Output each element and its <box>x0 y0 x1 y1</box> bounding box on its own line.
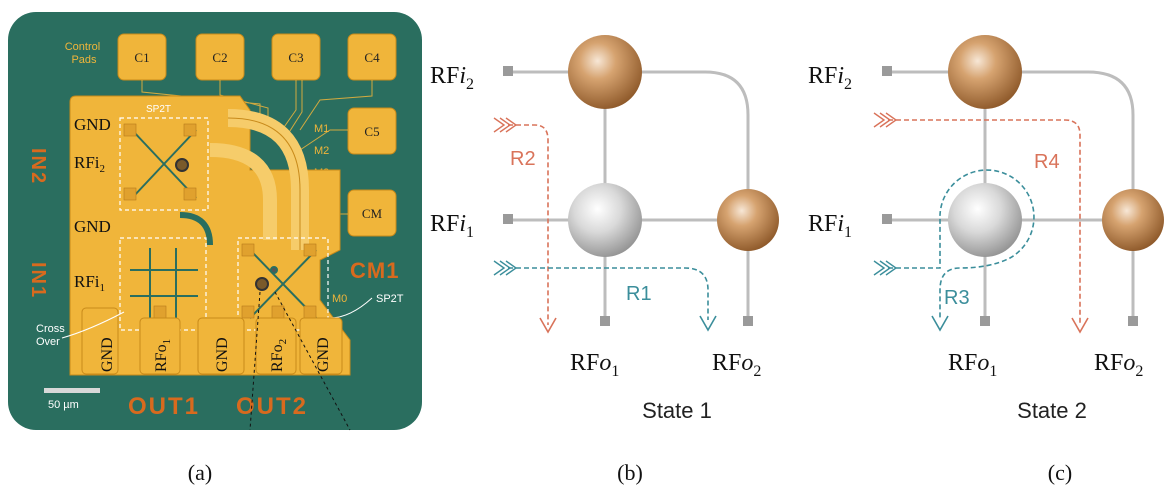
sp2t-label-bottom: SP2T <box>376 293 404 305</box>
path-r1-tail <box>493 260 518 276</box>
port-rfi1-c <box>882 214 892 224</box>
via-pads <box>123 123 317 319</box>
path-r4-c <box>888 119 1081 325</box>
port-rfo2-b <box>743 316 753 326</box>
svg-text:CM: CM <box>362 206 383 221</box>
zoom-lines <box>249 291 351 431</box>
scale-bar <box>44 388 100 393</box>
gnd-label-bottom-2: GND <box>214 337 231 372</box>
gnd-label-top: GND <box>74 115 111 134</box>
switch-mid-b <box>568 183 642 257</box>
path-r3-c <box>888 169 1035 320</box>
switch-mid-c <box>948 183 1022 257</box>
switch-top-b <box>568 35 642 109</box>
path-r2-arrowhead <box>539 317 557 334</box>
metal-layer-m2: M2 <box>314 145 329 157</box>
pad-c5: C5 <box>347 107 397 155</box>
path-r1-b <box>508 267 709 320</box>
path-r3-tail <box>873 260 898 276</box>
bottom-marking-out1: OUT1 <box>128 393 200 420</box>
state-label-b: State 1 <box>642 398 712 423</box>
path-r4-arrowhead <box>1071 317 1089 334</box>
switch-right-c <box>1102 189 1164 251</box>
rfi1-label-b: RFi1 <box>430 211 474 241</box>
side-marking-cm: CM1 <box>350 258 399 283</box>
pad-c4: C4 <box>347 33 397 81</box>
crossover-label: Cross Over <box>36 323 68 348</box>
scale-label: 50 µm <box>48 399 79 411</box>
rfi2-label-b: RFi2 <box>430 63 474 93</box>
svg-text:C3: C3 <box>288 50 303 65</box>
switch-top-c <box>948 35 1022 109</box>
svg-text:C5: C5 <box>364 124 379 139</box>
bottom-marking-out2: OUT2 <box>236 393 308 420</box>
path-r4-label: R4 <box>1034 151 1060 173</box>
rfi1-label: RFi1 <box>74 272 105 294</box>
crossover-grid <box>130 248 198 320</box>
gnd-label-bottom-3: GND <box>315 337 332 372</box>
pad-c1: C1 <box>117 33 167 81</box>
rfi2-label: RFi2 <box>74 153 105 175</box>
path-r2-b <box>508 124 549 325</box>
crossover-pointer <box>61 311 125 339</box>
gnd-label-mid: GND <box>74 217 111 236</box>
sp2t-box-top <box>119 117 209 211</box>
side-marking-in2: IN2 <box>27 148 49 185</box>
path-r2-label: R2 <box>510 148 536 170</box>
side-marking-in1: IN1 <box>27 262 49 299</box>
panel-b-state-1: R2 R1 RFi2 RFi1 RFo1 RFo2 State 1 <box>430 35 779 423</box>
caption-a: (a) <box>188 460 212 485</box>
rfi1-label-c: RFi1 <box>808 211 852 241</box>
port-rfo1-c <box>980 316 990 326</box>
path-r1-label: R1 <box>626 283 652 305</box>
rfo1-label-c: RFo1 <box>948 350 997 380</box>
port-rfi2-c <box>882 66 892 76</box>
gnd-label-bottom-1: GND <box>99 337 116 372</box>
path-r4-tail <box>873 112 898 128</box>
path-r2-tail <box>493 117 518 133</box>
pad-c2: C2 <box>195 33 245 81</box>
sp2t-label-top: SP2T <box>146 104 171 115</box>
path-r3-arrowhead <box>931 315 949 332</box>
port-rfo2-c <box>1128 316 1138 326</box>
switch-right-b <box>717 189 779 251</box>
state-label-c: State 2 <box>1017 398 1087 423</box>
svg-text:C4: C4 <box>364 50 380 65</box>
metal-layer-m1: M1 <box>314 123 329 135</box>
caption-b: (b) <box>617 460 643 485</box>
pad-c3: C3 <box>271 33 321 81</box>
rfo2-label-b: RFo2 <box>712 350 761 380</box>
port-rfo1-b <box>600 316 610 326</box>
control-pads-label: Control Pads <box>65 41 104 66</box>
path-r1-arrowhead <box>699 315 717 332</box>
rfo1-label-b: RFo1 <box>570 350 619 380</box>
metal-layer-m0: M0 <box>332 293 347 305</box>
svg-text:C2: C2 <box>212 50 227 65</box>
caption-c: (c) <box>1048 460 1072 485</box>
panel-a-chip-photo: Control Pads C1 C2 C3 C4 C5 CM <box>8 12 422 431</box>
rfo1-label: RFo1 <box>153 339 173 372</box>
port-rfi1-b <box>503 214 513 224</box>
switch-top <box>131 129 197 199</box>
panel-c-state-2: R4 R3 RFi2 RFi1 RFo1 RFo2 State 2 <box>808 35 1164 423</box>
port-rfi2-b <box>503 66 513 76</box>
chip-gold-body <box>69 95 351 376</box>
rfo2-label-c: RFo2 <box>1094 350 1143 380</box>
rfi2-label-c: RFi2 <box>808 63 852 93</box>
rfo2-label: RFo2 <box>269 339 289 372</box>
bottom-pads <box>81 307 343 375</box>
pad-cm: CM <box>347 189 397 237</box>
path-r3-label: R3 <box>944 287 970 309</box>
svg-text:C1: C1 <box>134 50 149 65</box>
